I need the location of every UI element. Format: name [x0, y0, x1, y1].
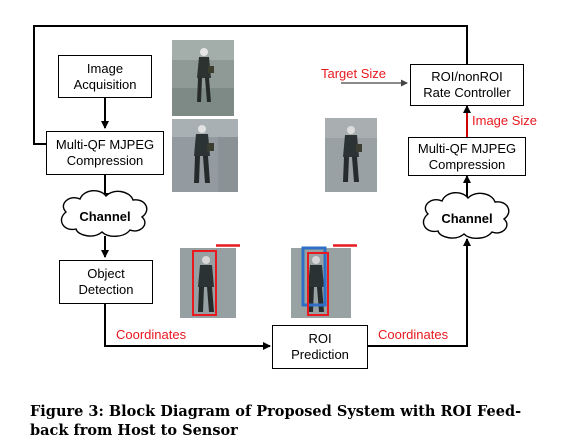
- coordinates-label-right: Coordinates: [378, 327, 449, 342]
- block-label-line2: Acquisition: [73, 76, 137, 92]
- compression-block-right: Multi-QF MJPEG Compression: [408, 137, 526, 176]
- block-label-line1: Multi-QF MJPEG: [55, 137, 155, 152]
- cloud-icon: [60, 190, 148, 237]
- arrow-prediction-to-channel: [368, 238, 471, 347]
- arrow-detection-to-prediction: [104, 304, 271, 350]
- image-size-label: Image Size: [472, 113, 538, 128]
- coordinates-label-left: Coordinates: [116, 327, 187, 342]
- frame-thumbnail-2: [172, 119, 238, 192]
- block-label-line2: Prediction: [291, 347, 349, 362]
- frame-thumbnail-3: [325, 118, 377, 192]
- pedestrian-frame-icon: [291, 244, 357, 318]
- target-size-label: Target Size: [321, 66, 387, 81]
- rate-controller-block: ROI/nonROI Rate Controller: [410, 64, 524, 106]
- frame-thumbnail-1: [172, 40, 234, 116]
- block-label-line1: Multi-QF MJPEG: [417, 140, 517, 156]
- block-diagram: [33, 25, 510, 350]
- roi-prediction-block: ROI Prediction: [272, 325, 368, 369]
- block-label-line1: ROI: [308, 331, 332, 346]
- prediction-box: [301, 246, 327, 307]
- object-detection-block: Object Detection: [59, 260, 153, 304]
- block-label-line2: Detection: [78, 282, 134, 297]
- pedestrian-frame-icon: [180, 244, 240, 318]
- block-label-line2: Compression: [66, 153, 144, 168]
- cloud-icon: [422, 192, 510, 239]
- channel-label-left: Channel: [79, 209, 131, 224]
- pedestrian-frame-icon: [172, 119, 238, 192]
- block-label-line1: ROI/nonROI: [431, 69, 503, 84]
- detection-box: [307, 252, 329, 316]
- frame-prediction: [291, 244, 357, 318]
- block-label-line1: Object: [87, 266, 125, 281]
- figure-caption: Figure 3: Block Diagram of Proposed Syst…: [30, 403, 522, 439]
- pedestrian-frame-icon: [325, 118, 377, 192]
- frame-detection: [180, 244, 240, 318]
- detection-box: [192, 250, 217, 316]
- compression-block-left: Multi-QF MJPEG Compression: [46, 131, 164, 175]
- feedback-line: [33, 25, 468, 148]
- pedestrian-frame-icon: [172, 40, 234, 116]
- block-label-line2: Compression: [428, 156, 506, 172]
- channel-label-right: Channel: [441, 211, 493, 226]
- block-label-line2: Rate Controller: [423, 85, 511, 100]
- image-acquisition-block: Image Acquisition: [58, 55, 152, 98]
- block-label-line1: Image: [86, 60, 124, 76]
